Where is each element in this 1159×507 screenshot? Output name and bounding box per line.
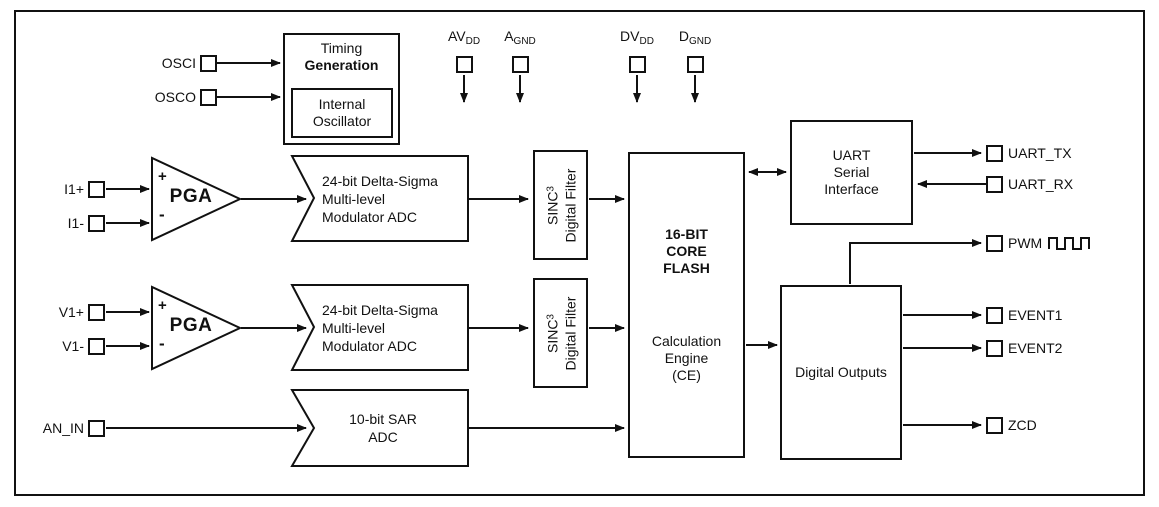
uart-serial-interface-block: UART Serial Interface bbox=[790, 120, 913, 225]
pin-uart-tx bbox=[986, 145, 1003, 162]
pga2-plus-sign: + bbox=[158, 297, 167, 314]
label-v1-minus: V1- bbox=[62, 338, 84, 354]
label-i1-minus: I1- bbox=[67, 215, 84, 231]
pga1-minus-sign: - bbox=[159, 205, 165, 224]
pin-v1-plus bbox=[88, 304, 105, 321]
label-dvdd: DVDD bbox=[620, 28, 654, 47]
label-avdd: AVDD bbox=[447, 28, 481, 47]
pin-pwm bbox=[986, 235, 1003, 252]
pin-event1 bbox=[986, 307, 1003, 324]
label-uart-tx: UART_TX bbox=[1008, 145, 1072, 161]
label-i1-plus: I1+ bbox=[64, 181, 84, 197]
digital-outputs-label: Digital Outputs bbox=[795, 364, 887, 380]
sinc-filter-2-line1: SINC3 bbox=[544, 313, 560, 353]
timing-generation-block: Timing Generation Internal Oscillator bbox=[283, 33, 400, 145]
pin-zcd bbox=[986, 417, 1003, 434]
label-an-in: AN_IN bbox=[42, 420, 84, 436]
uart-line3: Interface bbox=[824, 181, 879, 197]
delta-sigma-adc1-shape bbox=[290, 155, 469, 242]
sinc-filter-2-line2: Digital Filter bbox=[562, 296, 578, 370]
label-event2: EVENT2 bbox=[1008, 340, 1063, 356]
pga2-label: PGA bbox=[169, 315, 213, 336]
delta-sigma-adc2-label: 24-bit Delta-Sigma Multi-level Modulator… bbox=[322, 301, 438, 354]
core-block: 16-BIT CORE FLASH Calculation Engine (CE… bbox=[628, 152, 745, 458]
label-osci: OSCI bbox=[161, 55, 196, 71]
pin-event2 bbox=[986, 340, 1003, 357]
label-uart-rx: UART_RX bbox=[1008, 176, 1074, 192]
pga1-label: PGA bbox=[169, 186, 213, 207]
delta-sigma-adc2-shape bbox=[290, 284, 469, 371]
internal-oscillator-block: Internal Oscillator bbox=[291, 88, 393, 138]
pwm-waveform-icon bbox=[1048, 237, 1091, 250]
sinc-filter-2-label: SINC3 Digital Filter bbox=[542, 296, 579, 370]
uart-line1: UART bbox=[832, 147, 871, 163]
digital-outputs-block: Digital Outputs bbox=[780, 285, 902, 460]
pin-dvdd bbox=[629, 56, 646, 73]
label-pwm: PWM bbox=[1008, 235, 1092, 252]
timing-label-line1: Timing bbox=[320, 40, 363, 56]
sar-adc-label: 10-bit SAR ADC bbox=[349, 411, 417, 445]
pga2-minus-sign: - bbox=[159, 334, 165, 353]
label-dgnd: DGND bbox=[678, 28, 712, 47]
core-calculation-engine-label: Calculation Engine (CE) bbox=[651, 333, 722, 383]
pin-osco bbox=[200, 89, 217, 106]
sar-adc-shape bbox=[290, 389, 469, 467]
label-agnd: AGND bbox=[504, 28, 536, 47]
pin-i1-minus bbox=[88, 215, 105, 232]
internal-oscillator-line2: Oscillator bbox=[312, 113, 372, 129]
label-osco: OSCO bbox=[154, 89, 196, 105]
timing-label-line2: Generation bbox=[304, 57, 379, 73]
diagram-border bbox=[14, 10, 1145, 496]
pga1-triangle bbox=[151, 156, 243, 242]
sinc-filter-1-line1: SINC3 bbox=[544, 185, 560, 225]
label-v1-plus: V1+ bbox=[58, 304, 84, 320]
core-title: 16-BIT CORE FLASH bbox=[663, 226, 710, 276]
sinc-filter-block-1: SINC3 Digital Filter bbox=[533, 150, 588, 260]
pin-agnd bbox=[512, 56, 529, 73]
pin-v1-minus bbox=[88, 338, 105, 355]
pin-i1-plus bbox=[88, 181, 105, 198]
uart-line2: Serial bbox=[833, 164, 870, 180]
label-event1: EVENT1 bbox=[1008, 307, 1063, 323]
sinc-filter-1-label: SINC3 Digital Filter bbox=[542, 168, 579, 242]
sinc-filter-block-2: SINC3 Digital Filter bbox=[533, 278, 588, 388]
pga2-triangle bbox=[151, 285, 243, 371]
sinc-filter-1-line2: Digital Filter bbox=[562, 168, 578, 242]
pin-osci bbox=[200, 55, 217, 72]
label-zcd: ZCD bbox=[1008, 417, 1037, 433]
internal-oscillator-line1: Internal bbox=[318, 96, 366, 112]
pga1-plus-sign: + bbox=[158, 168, 167, 185]
wire-pwm bbox=[849, 239, 982, 284]
pin-dgnd bbox=[687, 56, 704, 73]
pin-avdd bbox=[456, 56, 473, 73]
pin-an-in bbox=[88, 420, 105, 437]
pin-uart-rx bbox=[986, 176, 1003, 193]
delta-sigma-adc1-label: 24-bit Delta-Sigma Multi-level Modulator… bbox=[322, 172, 438, 225]
